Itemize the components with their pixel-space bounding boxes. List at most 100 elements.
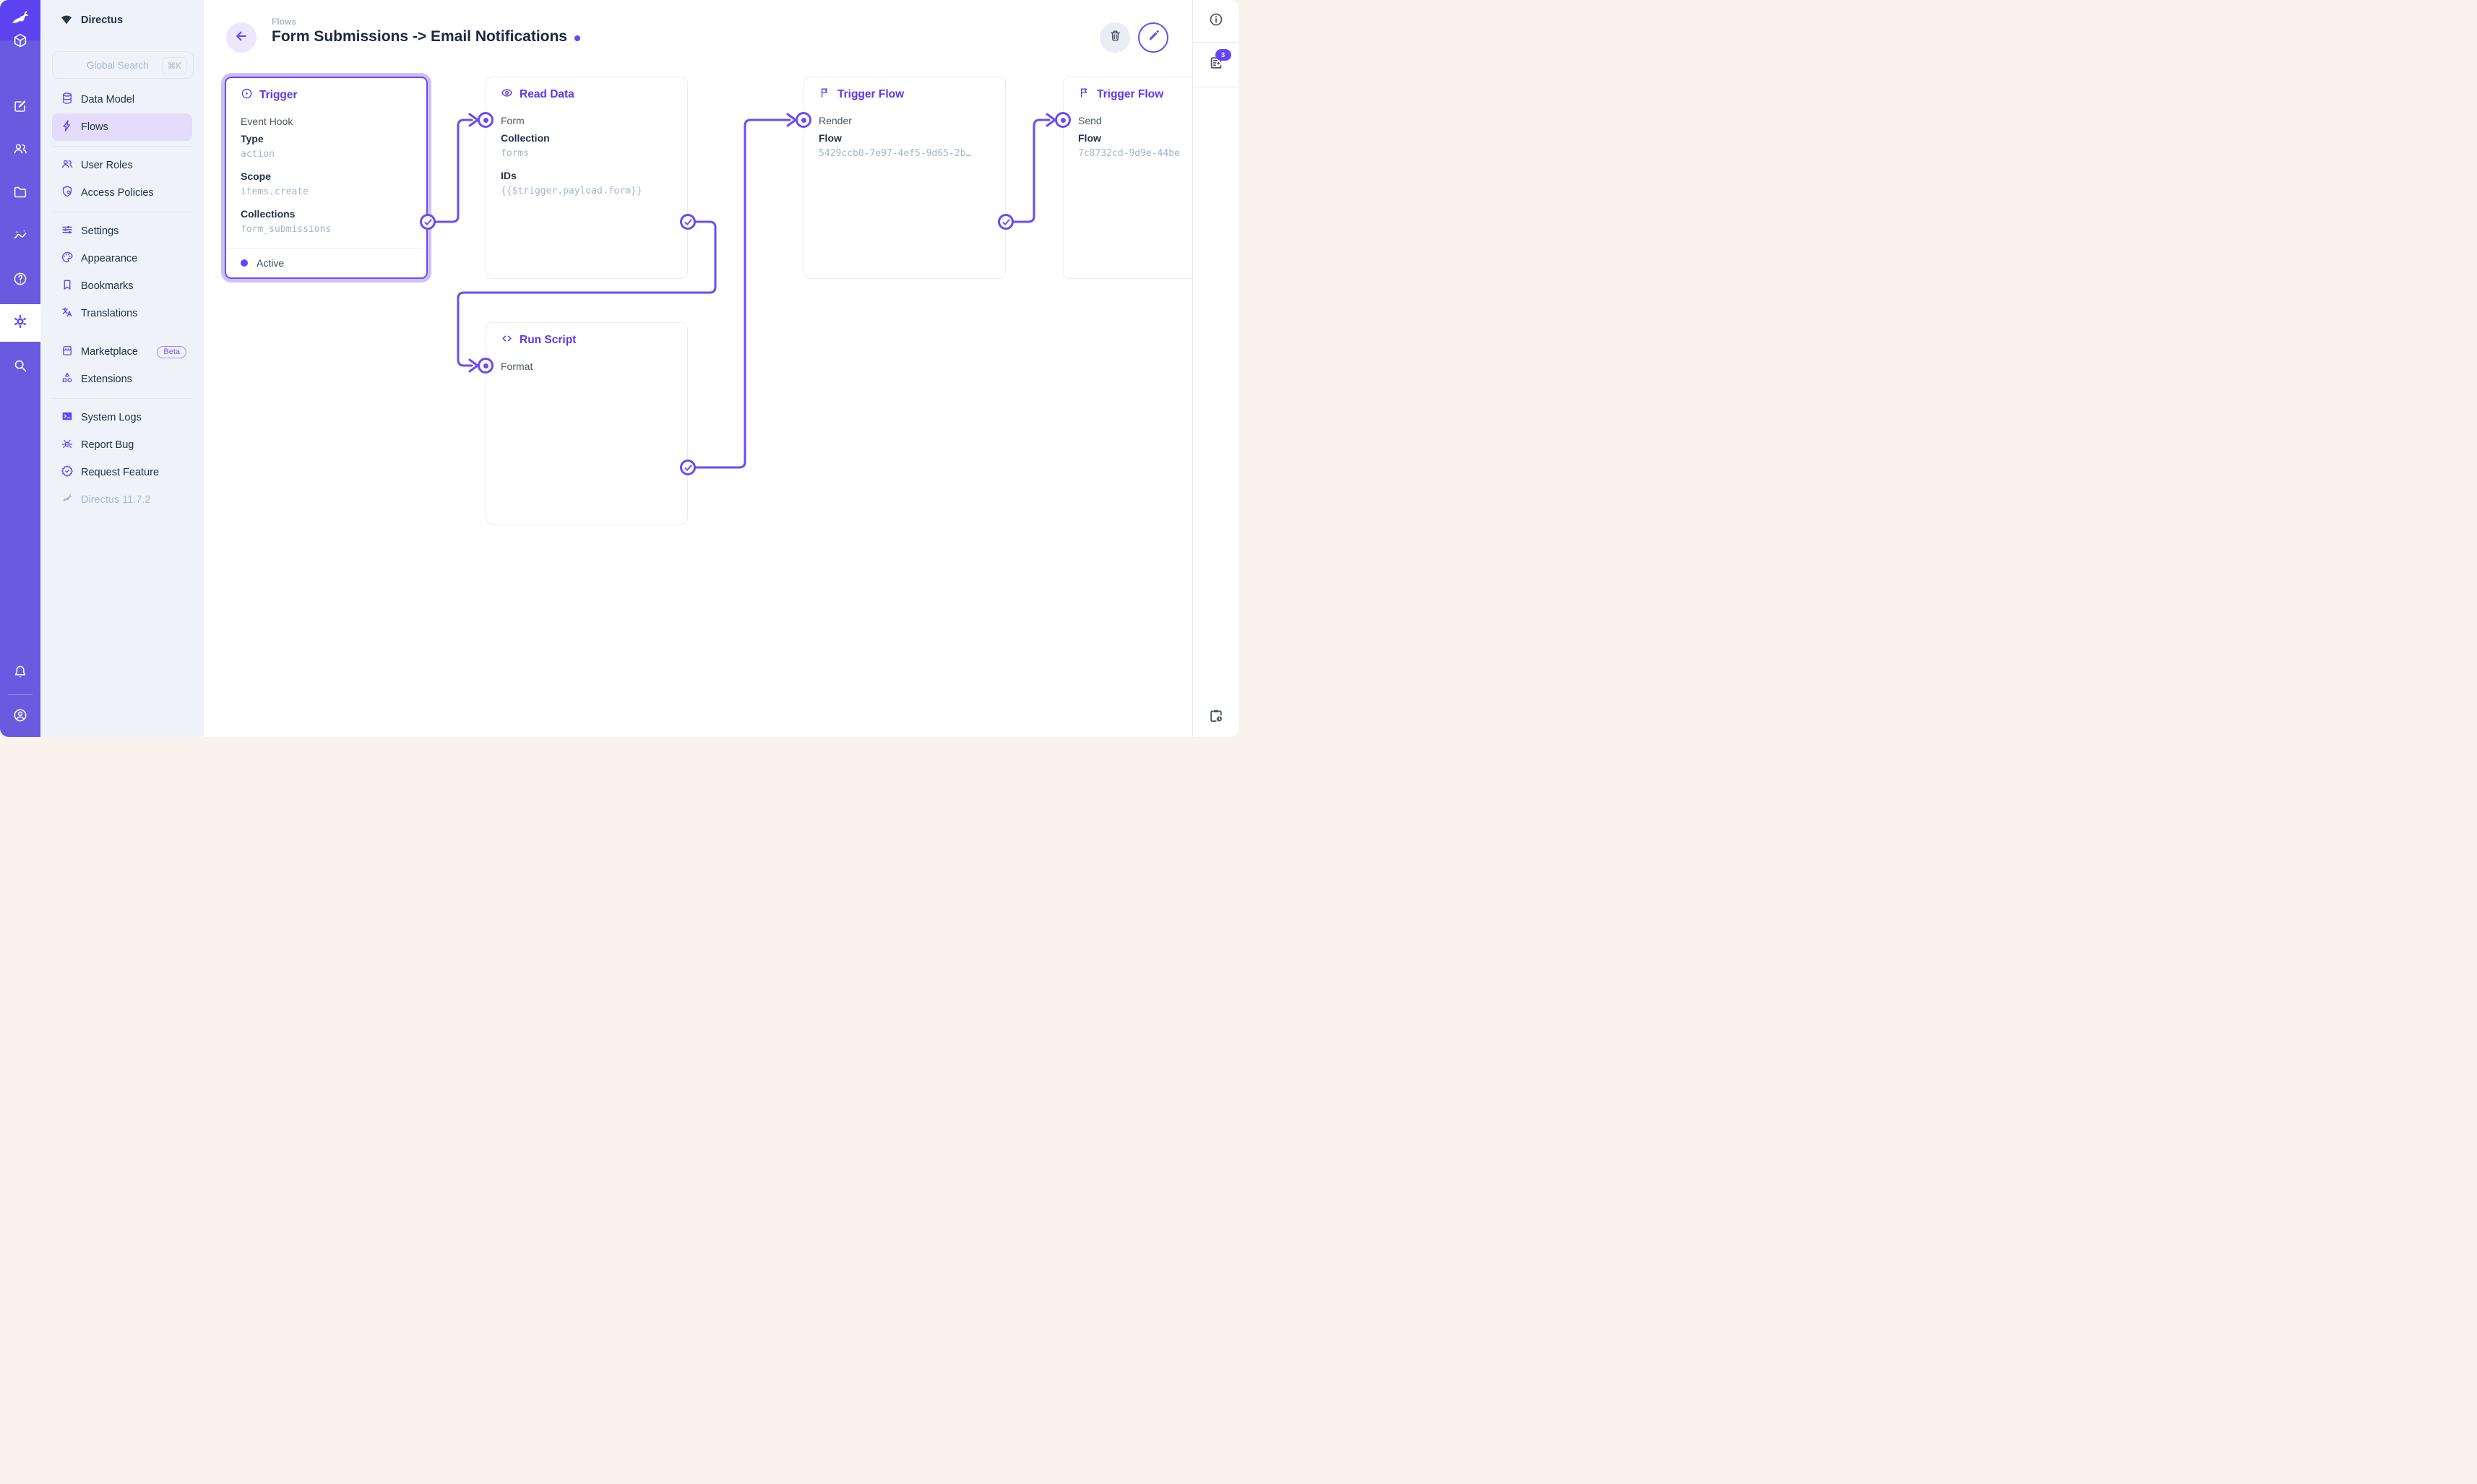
sidebar-item-label: Report Bug [81, 439, 134, 451]
connector-output-run-script[interactable] [680, 460, 696, 475]
cube-icon [12, 33, 28, 52]
shield-person-icon [61, 185, 74, 201]
database-icon [61, 92, 74, 108]
trigger-type: Event Hook [241, 116, 293, 127]
sidebar-item-label: System Logs [81, 412, 142, 423]
storefront-icon [61, 344, 74, 360]
card-title-label: Trigger Flow [1097, 88, 1164, 100]
flag-icon [1078, 87, 1090, 103]
flow-card-read-data[interactable]: Read Data Form Collection forms IDs {{$t… [486, 77, 688, 279]
help-icon [12, 271, 28, 290]
flow-card-trigger[interactable]: Trigger Event Hook Type action Scope ite… [225, 77, 428, 279]
rabbit-icon [9, 7, 32, 34]
field-value: form_submissions [241, 224, 332, 235]
search-icon [12, 358, 28, 377]
bookmark-icon [61, 278, 74, 294]
module-settings[interactable] [0, 304, 40, 342]
module-files[interactable] [0, 178, 40, 210]
sidebar-item-label: Access Policies [81, 187, 154, 199]
module-editor[interactable] [0, 92, 40, 124]
module-search[interactable] [0, 351, 40, 383]
sidebar-item-settings[interactable]: Settings [52, 217, 192, 245]
dot-icon [483, 117, 488, 123]
sidebar-item-translations[interactable]: Translations [52, 300, 192, 327]
account-button[interactable] [0, 701, 40, 733]
project-header[interactable]: Directus [40, 0, 204, 40]
trigger-status: Active [226, 248, 426, 277]
module-bar-divider [8, 694, 33, 695]
global-search[interactable]: ⌘K [52, 51, 194, 79]
clipboard-clock-icon [1208, 708, 1224, 728]
terminal-icon [61, 410, 74, 426]
app-window: Directus ⌘K Data Model Flows User Roles … [0, 0, 1238, 737]
people-icon [12, 141, 28, 160]
edit-flow-button[interactable] [1138, 22, 1168, 53]
module-content[interactable] [0, 26, 40, 58]
field-label: Scope [241, 171, 272, 182]
notifications-button[interactable] [0, 657, 40, 689]
connector-input-read-data[interactable] [478, 112, 494, 128]
sidebar-item-label: Appearance [81, 253, 138, 264]
flow-card-trigger-flow-send[interactable]: Trigger Flow Send Flow 7c8732cd-9d9e-44b… [1063, 77, 1193, 279]
sidebar-item-bookmarks[interactable]: Bookmarks [52, 272, 192, 300]
search-shortcut: ⌘K [161, 57, 187, 74]
sidebar-item-label: Extensions [81, 374, 132, 385]
sidebar-item-user-roles[interactable]: User Roles [52, 152, 192, 179]
sidebar-item-appearance[interactable]: Appearance [52, 245, 192, 272]
shapes-icon [61, 371, 74, 387]
card-title: Trigger [241, 88, 412, 103]
module-help[interactable] [0, 264, 40, 296]
compose-icon [12, 98, 28, 118]
status-label: Active [257, 257, 285, 269]
info-button[interactable] [1193, 0, 1238, 43]
divider [52, 398, 192, 399]
sidebar-item-system-logs[interactable]: System Logs [52, 404, 192, 431]
field-label: Collection [501, 132, 550, 144]
eye-icon [501, 87, 513, 103]
code-icon [501, 332, 513, 348]
page-title: Form Submissions -> Email Notifications [272, 28, 580, 46]
bolt-circle-icon [241, 87, 253, 103]
activity-log-button[interactable]: 3 [1193, 43, 1238, 87]
delete-flow-button[interactable] [1100, 22, 1130, 53]
sidebar-item-access-policies[interactable]: Access Policies [52, 179, 192, 207]
revisions-button[interactable] [1193, 708, 1238, 728]
translate-icon [61, 306, 74, 322]
palette-icon [61, 251, 74, 267]
field-label: Collections [241, 208, 296, 220]
connector-input-trigger-flow-send[interactable] [1055, 112, 1071, 128]
trash-icon [1108, 29, 1122, 46]
connector-input-run-script[interactable] [478, 358, 494, 374]
module-insights[interactable] [0, 221, 40, 253]
input-label: Render [819, 115, 852, 126]
flag-icon [819, 87, 831, 103]
connector-output-trigger[interactable] [420, 214, 436, 230]
field-label: IDs [501, 170, 517, 181]
breadcrumb[interactable]: Flows [272, 17, 297, 27]
beta-badge: Beta [157, 345, 186, 358]
back-button[interactable] [226, 22, 257, 53]
connector-output-trigger-flow-render[interactable] [998, 214, 1014, 230]
sidebar-item-marketplace[interactable]: Marketplace Beta [52, 338, 192, 366]
module-users[interactable] [0, 134, 40, 166]
field-value: action [241, 149, 275, 160]
flow-card-trigger-flow-render[interactable]: Trigger Flow Render Flow 5429ccb0-7e97-4… [804, 77, 1006, 279]
connector-input-trigger-flow-render[interactable] [796, 112, 811, 128]
sidebar-item-report-bug[interactable]: Report Bug [52, 431, 192, 459]
sidebar-item-extensions[interactable]: Extensions [52, 366, 192, 393]
sidebar-item-flows[interactable]: Flows [52, 113, 192, 141]
connector-output-read-data[interactable] [680, 214, 696, 230]
sidebar-item-data-model[interactable]: Data Model [52, 86, 192, 113]
field-value: items.create [241, 186, 309, 197]
dot-icon [483, 363, 488, 368]
sidebar-item-request-feature[interactable]: Request Feature [52, 459, 192, 486]
version-label: Directus 11.7.2 [81, 494, 151, 506]
field-label: Flow [1078, 132, 1101, 144]
field-value: {{$trigger.payload.form}} [501, 186, 642, 197]
flow-canvas[interactable]: Flows Form Submissions -> Email Notifica… [204, 0, 1193, 737]
sidebar-item-label: Settings [81, 225, 119, 237]
flow-card-run-script[interactable]: Run Script Format [486, 322, 688, 525]
card-title: Trigger Flow [1078, 87, 1193, 102]
sidebar-item-label: Flows [81, 121, 108, 133]
search-input[interactable] [85, 59, 160, 72]
